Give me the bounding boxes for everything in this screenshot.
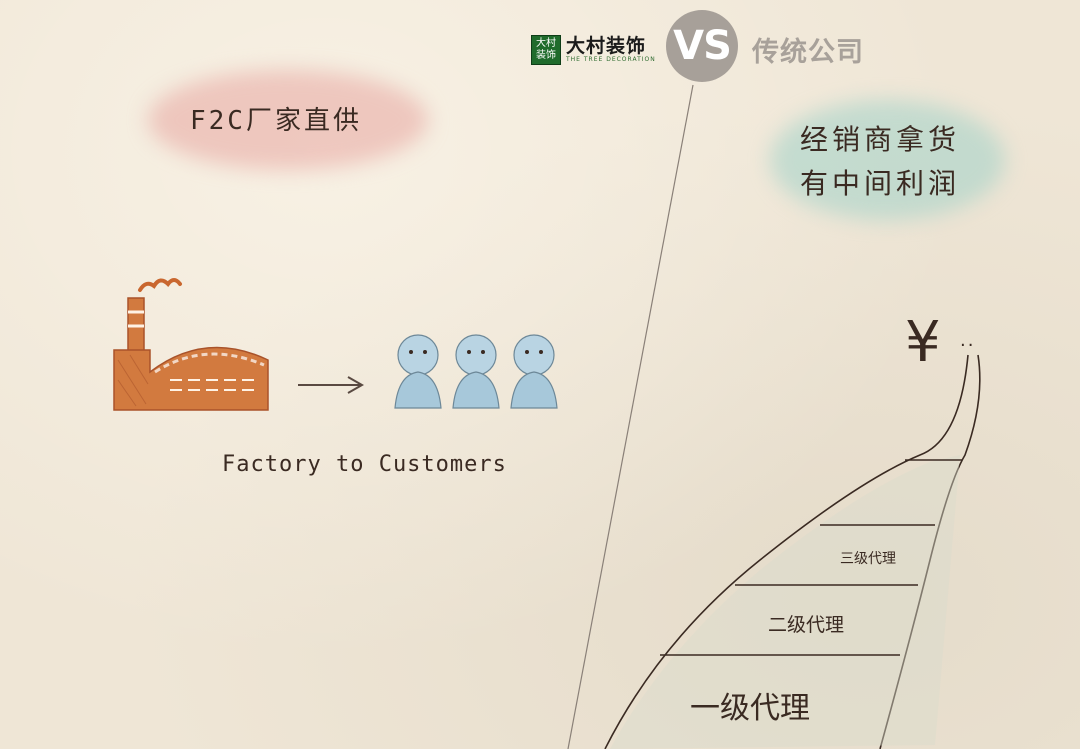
vs-badge: VS [666, 10, 738, 82]
divider-line [567, 84, 694, 749]
customer-person-icon-2 [452, 334, 500, 409]
factory-to-customers-caption: Factory to Customers [222, 452, 507, 477]
level3-agent-label: 三级代理 [840, 551, 896, 567]
brand-logo-icon: 大村 装饰 [531, 35, 561, 65]
middleman-line-1: 经销商拿货 [800, 123, 961, 156]
middleman-line-2: 有中间利润 [800, 167, 961, 200]
traditional-company-label: 传统公司 [752, 37, 864, 68]
f2c-title: F2C厂家直供 [190, 106, 362, 136]
highlight-pink [148, 70, 428, 170]
distribution-staircase [604, 354, 981, 749]
brand-subtitle: THE TREE DECORATION [566, 56, 656, 63]
brand-logo-group: 大村 装饰 大村装饰 THE TREE DECORATION [531, 35, 656, 65]
level2-agent-label: 二级代理 [768, 614, 845, 636]
yen-icon: ¥ [905, 310, 941, 375]
trailing-dots: .. [960, 330, 976, 351]
middleman-note: 经销商拿货 有中间利润 [800, 118, 1000, 206]
arrow-icon [298, 376, 365, 394]
customer-person-icon-1 [394, 334, 442, 409]
level1-agent-label: 一级代理 [690, 691, 810, 726]
highlight-teal [770, 100, 1005, 220]
brand-name: 大村装饰 [566, 35, 647, 57]
customer-person-icon-3 [510, 334, 558, 409]
brand-logo-line1: 大村 [536, 38, 556, 49]
brand-logo-line2: 装饰 [536, 50, 556, 61]
factory-icon [113, 278, 269, 411]
